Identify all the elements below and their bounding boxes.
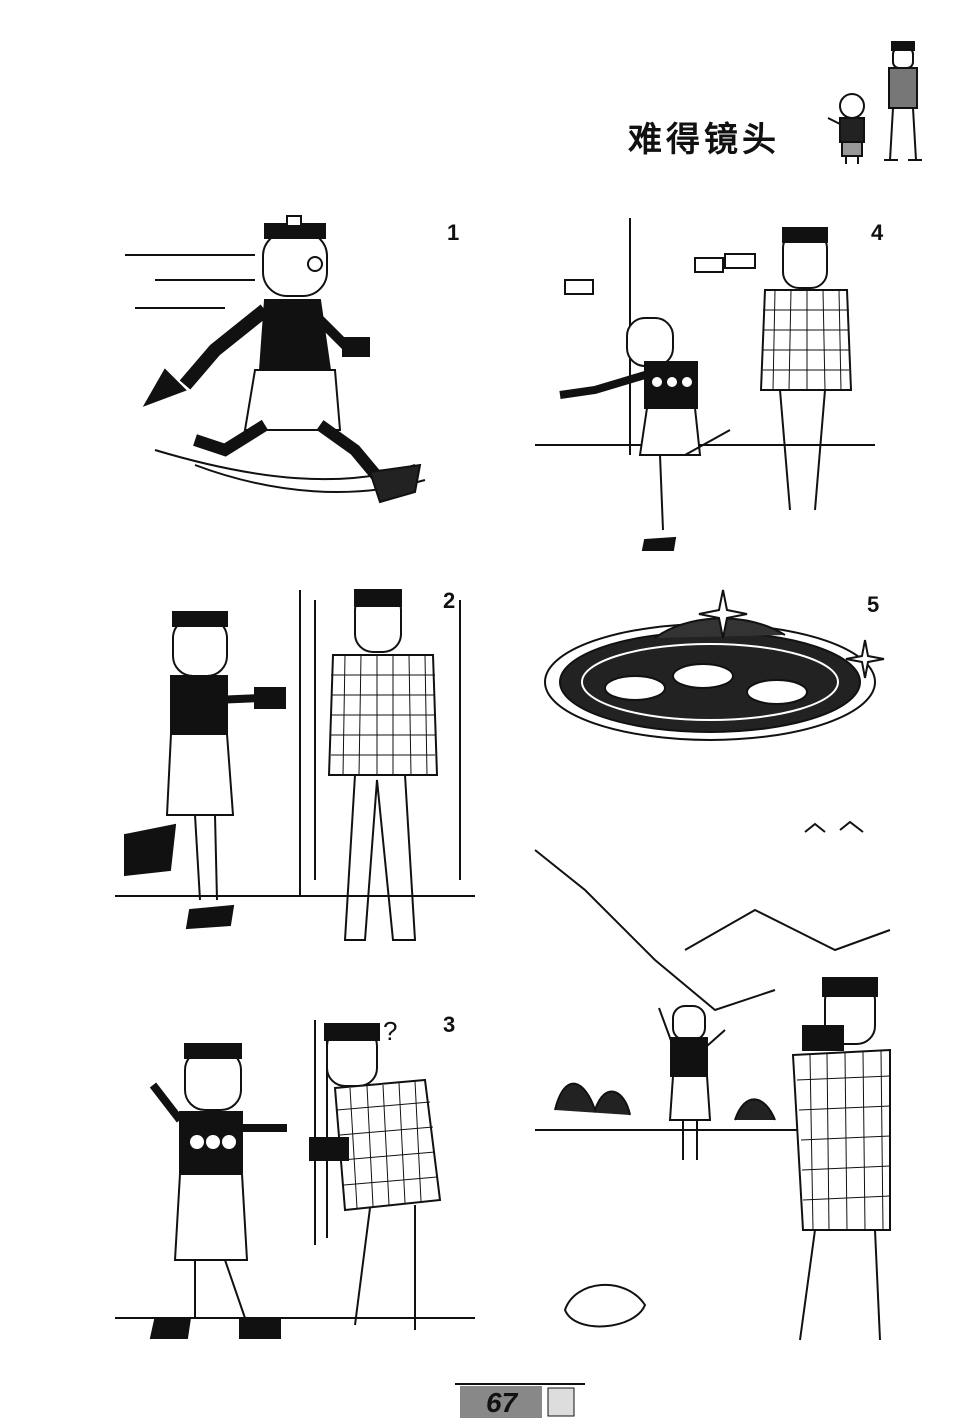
panel-number: 3 — [443, 1012, 456, 1037]
page-number: 67 — [486, 1387, 518, 1418]
panel-2-art-kid-photographs-man — [115, 589, 475, 941]
panel-1-art-running-kid — [125, 215, 426, 504]
panel-number: 1 — [447, 220, 460, 245]
panel-number: 4 — [871, 220, 884, 245]
panel-3-art-kid-and-man-with-camera: ? — [115, 1016, 475, 1339]
panel-4-art-kid-points-man-watches — [535, 218, 875, 551]
panel-5: 5 — [535, 580, 895, 760]
panel-number: 5 — [867, 592, 880, 617]
panel-6-art-landscape-photo-with-ufo-kid — [534, 820, 891, 1341]
panel-3: 3 ? — [115, 1000, 475, 1350]
page-title: 难得镜头 — [628, 120, 780, 160]
svg-text:?: ? — [383, 1016, 397, 1046]
panel-number: 2 — [443, 588, 456, 613]
panel-2: 2 — [115, 580, 475, 950]
panel-4: 4 — [535, 210, 895, 580]
panel-5-art-ufo — [544, 589, 885, 741]
panel-1: 1 — [115, 210, 475, 520]
panel-6 — [534, 810, 891, 1350]
